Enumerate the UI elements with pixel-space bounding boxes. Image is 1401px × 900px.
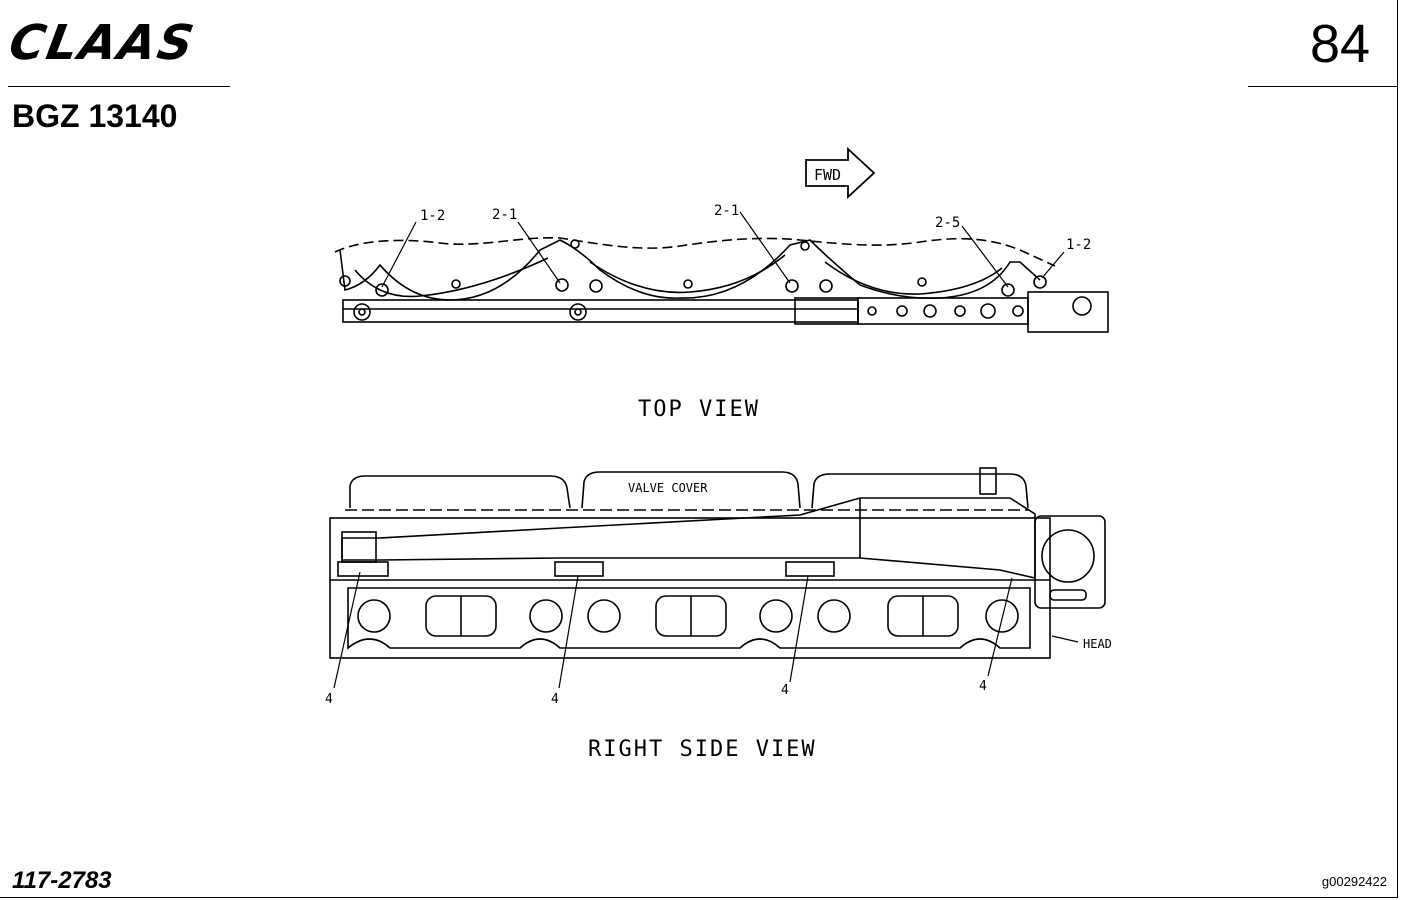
callout-label: 1-2	[420, 208, 445, 224]
callout-label: 2-1	[492, 207, 517, 223]
callout-label: 2-1	[714, 203, 739, 219]
top-view-drawing	[334, 236, 1109, 333]
callout-label: 4	[325, 692, 333, 707]
image-id: g00292422	[1321, 874, 1387, 889]
part-number: 117-2783	[12, 867, 112, 894]
forward-label: FWD	[814, 166, 841, 184]
side-view-drawing: VALVE COVER	[329, 467, 1106, 659]
callout-label: 1-2	[1066, 237, 1091, 253]
top-view-caption: TOP VIEW	[638, 397, 760, 422]
page-number: 84	[1309, 14, 1371, 74]
forward-arrow-icon: FWD	[805, 146, 876, 200]
top-view-callouts: 1-2 2-1 2-1 2-5 1-2	[381, 203, 1091, 288]
side-view-caption: RIGHT SIDE VIEW	[588, 737, 817, 762]
callout-label: 4	[781, 683, 789, 698]
header-rule-right	[1248, 86, 1398, 87]
callout-label: 2-5	[935, 215, 960, 231]
document-code: BGZ 13140	[12, 98, 178, 134]
head-label: HEAD	[1083, 637, 1112, 651]
callout-label: 4	[979, 679, 987, 694]
callout-label: 4	[551, 692, 559, 707]
side-view-callouts: 4 4 4 4 HEAD	[325, 571, 1112, 707]
valve-cover-label: VALVE COVER	[628, 481, 708, 495]
header-rule-left	[8, 86, 230, 87]
